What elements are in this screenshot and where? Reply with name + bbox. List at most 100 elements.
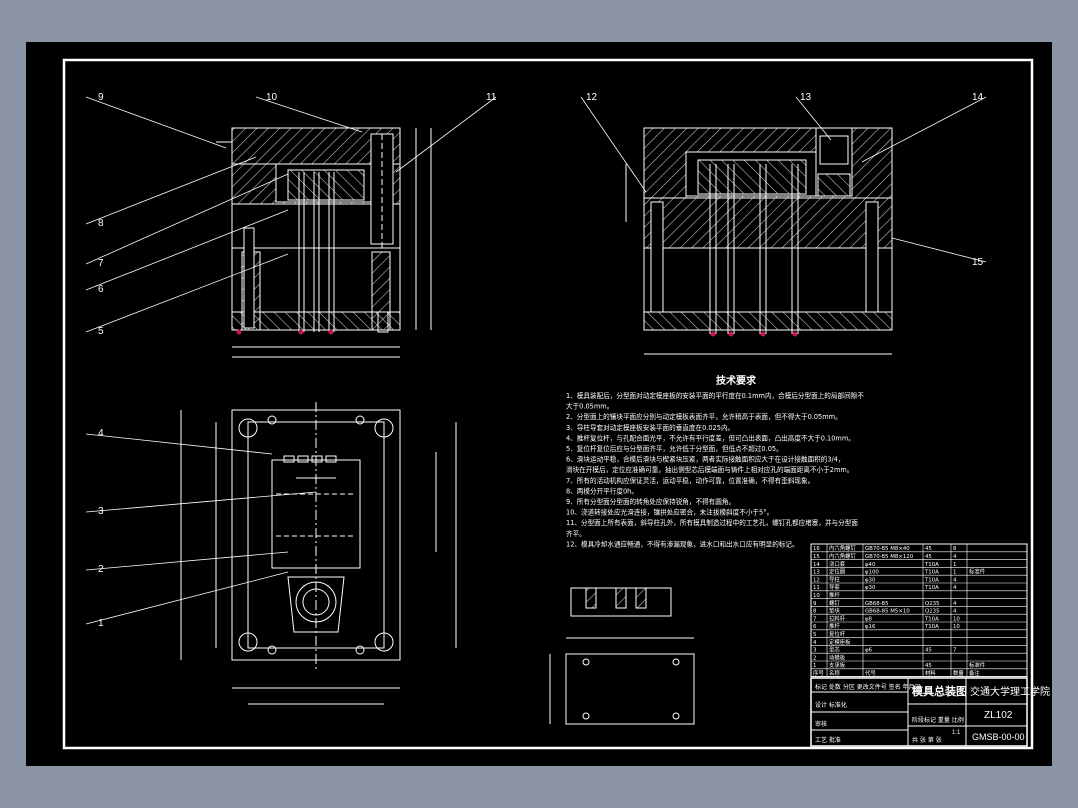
bom-cell: 14 bbox=[813, 562, 820, 568]
front-callout-labels: 9 10 11 8 7 6 5 bbox=[98, 92, 497, 337]
bom-cell: 8 bbox=[953, 546, 957, 552]
tech-line: 9、所有分型面分型面的转角处应保持锐角，不得有圆角。 bbox=[566, 497, 735, 506]
bom-cell: 6 bbox=[813, 624, 817, 630]
bom-cell: φ16 bbox=[865, 624, 876, 630]
bom-cell: T10A bbox=[924, 577, 939, 583]
bom-cell: 15 bbox=[813, 554, 820, 560]
bom-cell: 导柱 bbox=[829, 575, 840, 583]
bom-cell: φ30 bbox=[865, 585, 876, 591]
bom-cell: 4 bbox=[953, 609, 957, 615]
technical-requirements: 技术要求 1、模具装配后，分型面对动定模座板的安装平面的平行度在0.1mm内，合… bbox=[566, 374, 864, 548]
tech-line: 12、模具冷却水通应畅通，不得有渗漏现象，进水口和出水口应有明显的标记。 bbox=[566, 539, 799, 548]
bom-cell: T10A bbox=[924, 570, 939, 576]
bom-cell: 4 bbox=[953, 585, 957, 591]
bom-cell: 9 bbox=[813, 601, 817, 607]
callout-2: 2 bbox=[98, 564, 104, 575]
tech-line: 10、浇道转接处应光滑连接，镶拼处应密合，未注拔模斜度不小于5°。 bbox=[566, 508, 773, 517]
bom-cell: 4 bbox=[953, 554, 957, 560]
row-a: 标记 处数 分区 更改文件号 签名 年月日 bbox=[815, 683, 921, 691]
tech-line: 滑块在开模后，定位应准确可靠，抽出侧型芯后模端面与铸件上相对应孔的端面距离不小于… bbox=[566, 465, 853, 474]
callout-12: 12 bbox=[586, 92, 598, 103]
bom-cell: 导套 bbox=[829, 583, 840, 591]
bom-cell: 3 bbox=[813, 648, 816, 654]
bom-cell: 定位圈 bbox=[829, 568, 845, 576]
tech-line: 8、两模分开平行度0h。 bbox=[566, 486, 638, 495]
tech-line: 齐平。 bbox=[566, 529, 586, 538]
bom-cell: 拉料杆 bbox=[829, 614, 846, 622]
bom-cell: GB68-85 M5×10 bbox=[865, 609, 910, 615]
bom-cell: 11 bbox=[813, 585, 820, 591]
inner-frame bbox=[62, 58, 1034, 750]
callout-5: 5 bbox=[98, 326, 104, 337]
bom-cell: 定模座板 bbox=[829, 638, 851, 646]
bom-cell: T10A bbox=[924, 616, 939, 622]
bom-cell: Q235 bbox=[925, 601, 940, 607]
bom-cell: 螺钉 bbox=[829, 599, 840, 607]
drawing-name: 模具总装图 bbox=[912, 684, 967, 698]
bom-cell: 1 bbox=[953, 562, 956, 568]
tech-line: 11、分型面上所有表面，斜导柱孔外，所有模具制造过程中的工艺孔，螺钉孔都应堵塞，… bbox=[566, 518, 858, 527]
callout-7: 7 bbox=[98, 258, 104, 269]
bom-cell: 名称 bbox=[829, 669, 840, 677]
bom-cell: 10 bbox=[953, 624, 960, 630]
tech-title: 技术要求 bbox=[716, 374, 757, 387]
bom-cell: φ6 bbox=[865, 648, 873, 654]
bom-cell: 45 bbox=[925, 663, 932, 669]
tech-lines: 1、模具装配后，分型面对动定模座板的安装平面的平行度在0.1mm内，合模后分型面… bbox=[566, 391, 864, 548]
bom-cell: 标准件 bbox=[969, 568, 986, 576]
top-leaders bbox=[85, 433, 317, 625]
bom-cell: GB70-85 M8×40 bbox=[865, 546, 910, 552]
tech-line: 3、导柱导套对动定模座板安装平面的垂直度在0.025内。 bbox=[566, 423, 734, 432]
callout-6: 6 bbox=[98, 284, 104, 295]
bom-cell: Q235 bbox=[925, 609, 940, 615]
callout-13: 13 bbox=[800, 92, 812, 103]
bom-cell: T10A bbox=[924, 562, 939, 568]
bom-cell: 数量 bbox=[953, 669, 964, 677]
tech-line: 2、分型面上的镶块平面应分别与动定模板表面齐平，允许稍高于表面，但不得大于0.0… bbox=[566, 412, 842, 421]
row-f: 工艺 批准 bbox=[815, 736, 841, 744]
bom-cell: 4 bbox=[813, 640, 817, 646]
bom-cell: 16 bbox=[813, 546, 820, 552]
tech-line: 5、复位杆复位后应与分型面齐平，允许低于分型面，但低点不超过0.05。 bbox=[566, 444, 783, 453]
callout-1: 1 bbox=[98, 618, 104, 629]
tech-line: 1、模具装配后，分型面对动定模座板的安装平面的平行度在0.1mm内，合模后分型面… bbox=[566, 391, 864, 400]
bom-cell: T10A bbox=[924, 585, 939, 591]
callout-3: 3 bbox=[98, 506, 104, 517]
bom-cell: φ100 bbox=[865, 570, 879, 576]
bom-cell: φ40 bbox=[865, 562, 876, 568]
title-block bbox=[810, 677, 1028, 747]
bom-cell: 10 bbox=[953, 616, 960, 622]
callout-9: 9 bbox=[98, 92, 104, 103]
bom-cell: 13 bbox=[813, 570, 820, 576]
bom-cell: 推杆 bbox=[829, 622, 840, 630]
side-callout-labels: 12 13 14 15 bbox=[586, 92, 984, 268]
bom-cell: 12 bbox=[813, 577, 820, 583]
callout-14: 14 bbox=[972, 92, 984, 103]
bom-cell: 复位杆 bbox=[829, 630, 846, 638]
row-b: 设计 标准化 bbox=[815, 701, 847, 709]
tech-line: 大于0.05mm。 bbox=[566, 402, 613, 411]
bom-cell: 1 bbox=[953, 570, 956, 576]
bom-cell: 10 bbox=[813, 593, 820, 599]
bom-cell: 7 bbox=[953, 648, 956, 654]
bom-cell: 动模板 bbox=[829, 653, 846, 661]
bom-cell: φ8 bbox=[865, 616, 873, 622]
bom-cell: GB68-85 bbox=[865, 601, 889, 607]
side-leaders bbox=[580, 96, 987, 263]
material-code: ZL102 bbox=[984, 710, 1013, 721]
row-e: 审核 bbox=[815, 720, 827, 728]
part-detail-view bbox=[549, 587, 695, 725]
bom-cell: 备注 bbox=[969, 669, 980, 677]
assembly-drawing: 9 10 11 8 7 6 5 12 13 bbox=[62, 58, 1050, 750]
bom-cell: 垫块 bbox=[829, 607, 840, 615]
bom-cell: 支承板 bbox=[829, 661, 846, 669]
front-section-view bbox=[216, 127, 432, 358]
side-section-view bbox=[625, 127, 893, 355]
tech-line: 6、滑块运动平稳，合模后滑块与楔紧块压紧，两者实际接触面积应大于在设计接触面积的… bbox=[566, 455, 845, 464]
bom-cell: 45 bbox=[925, 546, 932, 552]
bom-cell: 型芯 bbox=[829, 646, 840, 654]
bom-cell: 8 bbox=[813, 609, 817, 615]
top-callout-labels: 4 3 2 1 bbox=[98, 428, 104, 629]
bom-cell: 内六角螺钉 bbox=[829, 552, 857, 560]
